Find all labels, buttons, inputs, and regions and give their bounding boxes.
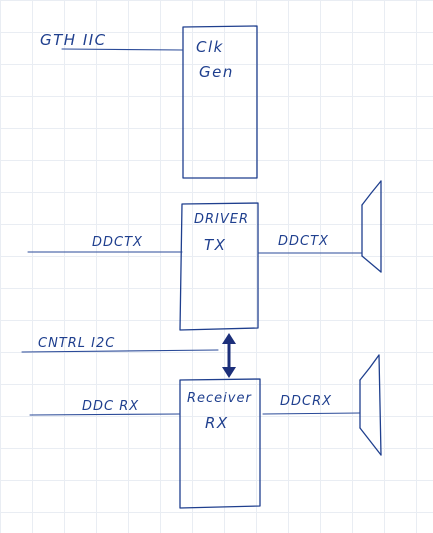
- receiver-rx-label-line1: Receiver: [187, 391, 252, 406]
- cntrl-i2c-label: CNTRL I2C: [38, 336, 115, 351]
- cntrl-i2c-signal: CNTRL I2C: [21, 336, 219, 353]
- rx-connector-icon: [359, 354, 382, 456]
- ddc-rx-input-signal: DDC RX: [29, 399, 181, 416]
- double-arrow-icon: [222, 333, 236, 378]
- clk-gen-block: Clk Gen: [182, 25, 258, 179]
- ddc-tx-output-label: DDCTX: [278, 234, 329, 249]
- driver-tx-block: DRIVER TX: [179, 202, 259, 331]
- driver-tx-label-line1: DRIVER: [194, 212, 249, 227]
- clk-gen-label-line2: Gen: [199, 63, 234, 81]
- ddc-rx-input-label: DDC RX: [82, 399, 139, 414]
- tx-connector-icon: [361, 180, 382, 273]
- ddc-tx-output-signal: DDCTX: [257, 234, 363, 254]
- ddc-rx-output-signal: DDCRX: [262, 394, 361, 415]
- ddc-tx-input-signal: DDCTX: [27, 235, 183, 253]
- clk-gen-label-line1: Clk: [196, 38, 224, 56]
- gth-iic-signal: GTH IIC: [40, 31, 184, 51]
- ddc-tx-input-label: DDCTX: [92, 235, 143, 250]
- receiver-rx-label-line2: RX: [205, 414, 229, 432]
- receiver-rx-block: Receiver RX: [179, 378, 261, 509]
- driver-tx-label-line2: TX: [204, 236, 226, 254]
- gth-iic-label: GTH IIC: [40, 31, 107, 49]
- ddc-rx-output-label: DDCRX: [280, 394, 332, 409]
